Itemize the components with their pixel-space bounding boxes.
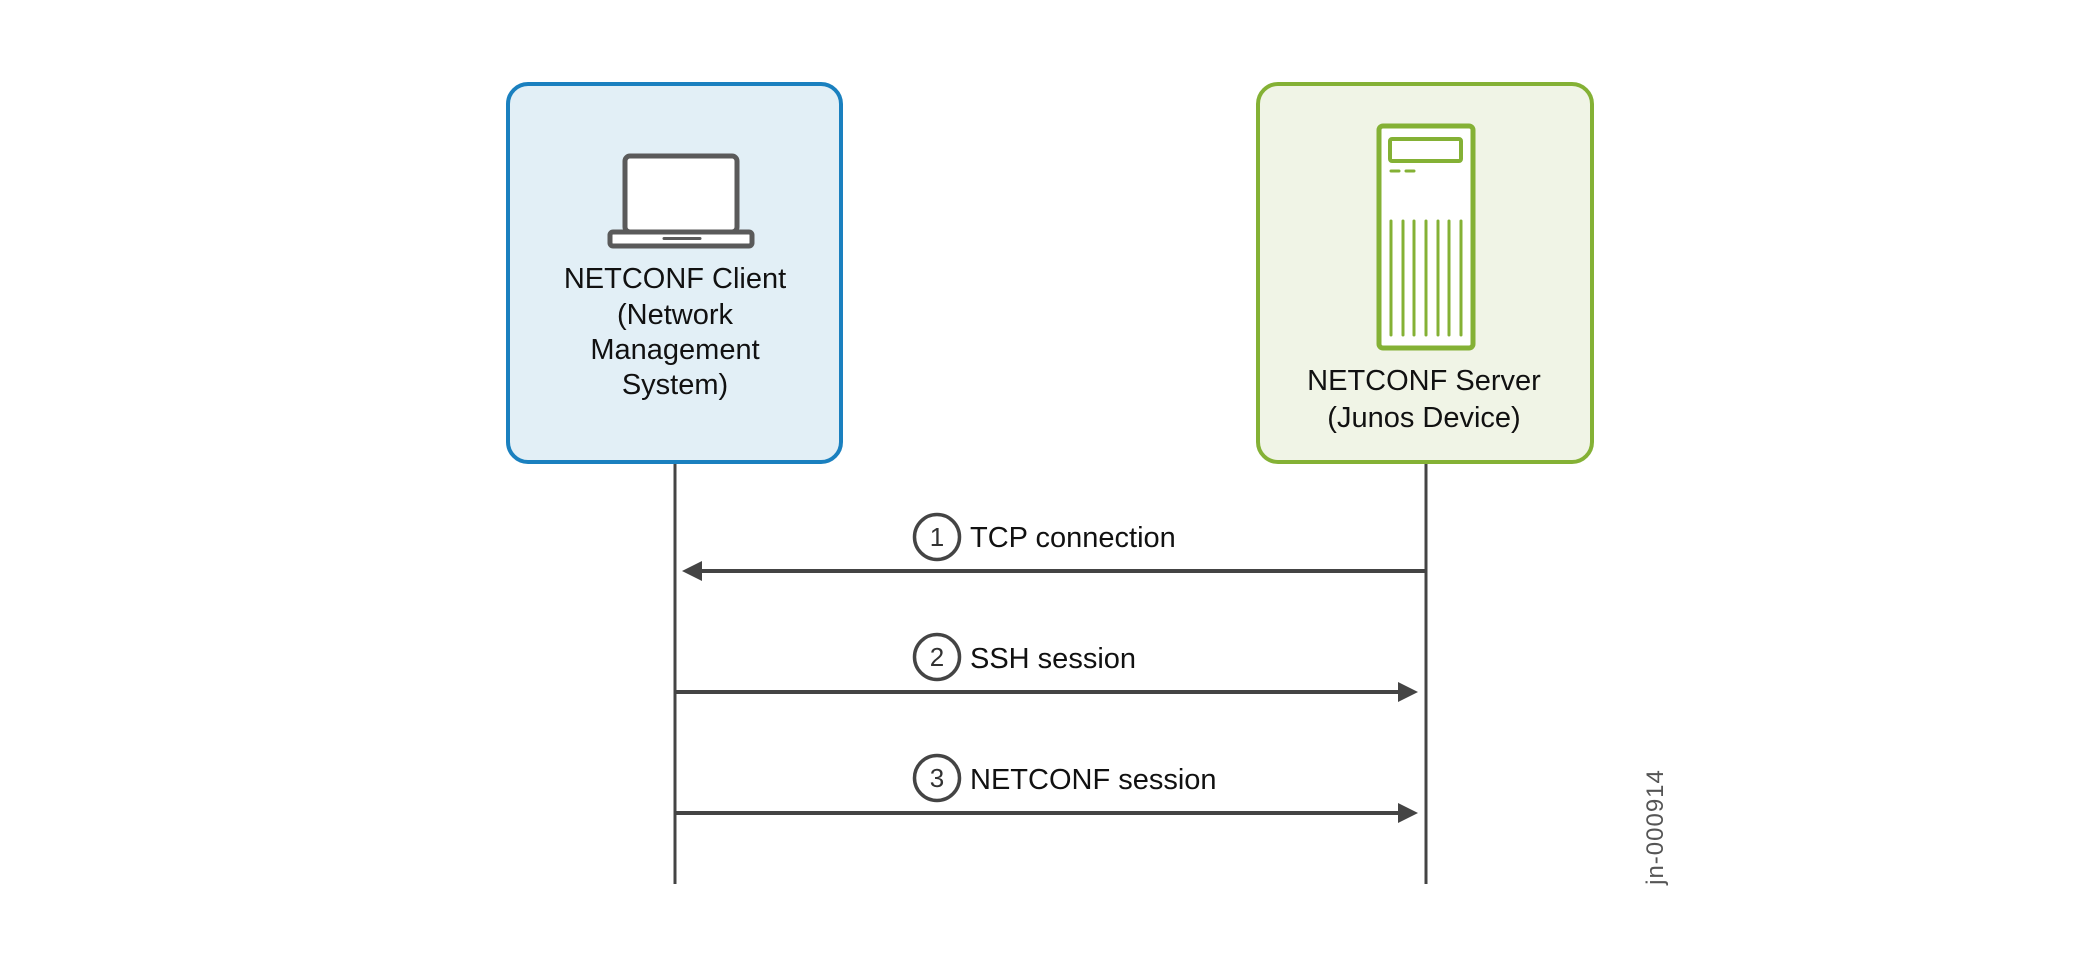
step-3-circle	[912, 753, 962, 803]
message-3-arrowhead	[1398, 803, 1418, 823]
message-3: 3 NETCONF session	[675, 753, 1418, 823]
client-label-line-1: NETCONF Client	[564, 263, 786, 295]
message-1-label: TCP connection	[970, 522, 1176, 554]
server-icon	[1376, 123, 1476, 351]
step-2-number: 2	[930, 642, 944, 672]
step-1-number: 1	[930, 522, 944, 552]
step-2-circle	[912, 632, 962, 682]
participant-server: NETCONF Server (Junos Device)	[1256, 82, 1594, 464]
figure-id: jn-000914	[1642, 769, 1669, 886]
participant-client: NETCONF Client (Network Management Syste…	[506, 82, 843, 464]
client-label-line-3: Management	[590, 334, 759, 366]
message-1: 1 TCP connection	[682, 512, 1426, 581]
laptop-icon	[607, 153, 755, 249]
server-label-line-1: NETCONF Server	[1307, 365, 1541, 397]
message-2-arrowhead	[1398, 682, 1418, 702]
message-2: 2 SSH session	[675, 632, 1418, 702]
client-label-line-2: (Network	[617, 299, 734, 331]
message-2-label: SSH session	[970, 643, 1136, 675]
client-box	[506, 82, 843, 464]
client-label-line-4: System)	[622, 369, 728, 401]
server-label-line-2: (Junos Device)	[1327, 402, 1520, 434]
step-1-circle	[912, 512, 962, 562]
message-3-label: NETCONF session	[970, 764, 1217, 796]
message-1-arrowhead	[682, 561, 702, 581]
step-3-number: 3	[930, 763, 944, 793]
